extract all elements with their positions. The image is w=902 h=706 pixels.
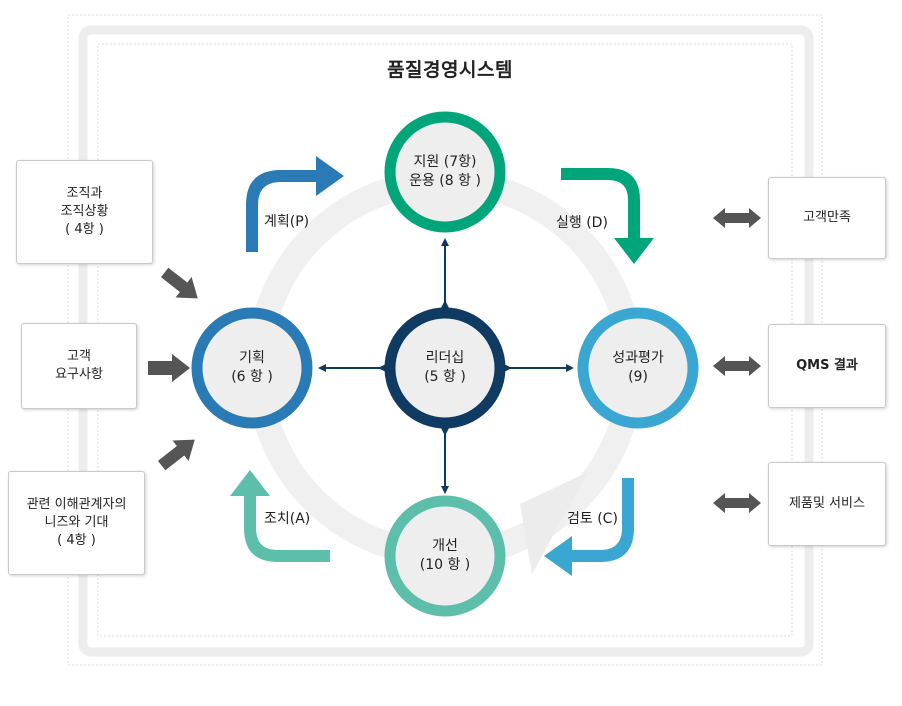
input-box-customer-requirements: 고객 요구사항	[21, 323, 137, 409]
planning-line-1: 기획	[239, 350, 265, 366]
check-arrow	[544, 478, 634, 576]
leadership-line-1: 리더십	[425, 350, 465, 366]
input-arrow-bottom	[157, 439, 195, 471]
input-arrow-top	[160, 267, 198, 299]
planning-circle	[191, 307, 313, 429]
output-customer-satisfaction-label: 고객만족	[803, 210, 851, 225]
leadership-line-2: (5 항 )	[424, 369, 466, 385]
plan-arrow	[246, 156, 344, 252]
improvement-node-label: 개선 (10 항 )	[390, 524, 500, 588]
input-arrow-middle	[148, 354, 190, 382]
output-arrow-product	[713, 493, 761, 513]
do-label: 실행 (D)	[556, 215, 608, 231]
plan-label: 계획(P)	[264, 214, 310, 230]
output-products-services-label: 제품및 서비스	[789, 496, 865, 511]
act-label: 조치(A)	[264, 511, 311, 527]
support-line-1: 지원 (7항)	[413, 154, 477, 170]
cycle-ring-arrowhead	[520, 472, 588, 574]
input-customer-line-1: 고객	[67, 349, 91, 364]
output-box-qms-result: QMS 결과	[768, 324, 886, 408]
input-box-stakeholders: 관련 이해관계자의 니즈와 기대 ( 4항 )	[8, 471, 145, 575]
output-arrow-customer	[713, 208, 761, 228]
input-customer-line-2: 요구사항	[55, 367, 103, 382]
output-qms-result-label: QMS 결과	[796, 358, 858, 373]
leadership-circle	[384, 307, 506, 429]
support-circle	[384, 111, 506, 233]
evaluation-node-label: 성과평가 (9)	[583, 336, 693, 400]
input-box-organization: 조직과 조직상황 ( 4항 )	[16, 160, 153, 264]
check-label: 검토 (C)	[567, 511, 618, 527]
output-arrow-qms	[713, 356, 761, 376]
diagram-title: 품질경영시스템	[387, 59, 513, 81]
outer-dotted-frame	[67, 14, 823, 666]
support-node-label: 지원 (7항) 운용 (8 항 )	[390, 140, 500, 204]
evaluation-circle	[577, 307, 699, 429]
input-organization-line-2: 조직상황	[60, 204, 109, 219]
output-box-customer-satisfaction: 고객만족	[768, 177, 886, 259]
leadership-node-label: 리더십 (5 항 )	[390, 336, 500, 400]
input-organization-line-3: ( 4항 )	[65, 222, 104, 237]
do-arrow	[561, 168, 654, 264]
improvement-line-2: (10 항 )	[419, 557, 471, 573]
input-stakeholders-line-1: 관련 이해관계자의	[26, 497, 127, 512]
act-arrow	[230, 470, 330, 562]
output-box-products-services: 제품및 서비스	[768, 462, 886, 546]
input-stakeholders-line-3: ( 4항 )	[57, 533, 96, 548]
evaluation-line-1: 성과평가	[612, 350, 664, 366]
input-stakeholders-line-2: 니즈와 기대	[44, 515, 109, 530]
planning-node-label: 기획 (6 항 )	[197, 336, 307, 400]
improvement-line-1: 개선	[432, 538, 458, 554]
evaluation-line-2: (9)	[628, 369, 648, 385]
support-line-2: 운용 (8 항 )	[409, 173, 481, 189]
input-organization-line-1: 조직과	[66, 186, 103, 201]
planning-line-2: (6 항 )	[231, 369, 273, 385]
improvement-circle	[384, 495, 506, 617]
